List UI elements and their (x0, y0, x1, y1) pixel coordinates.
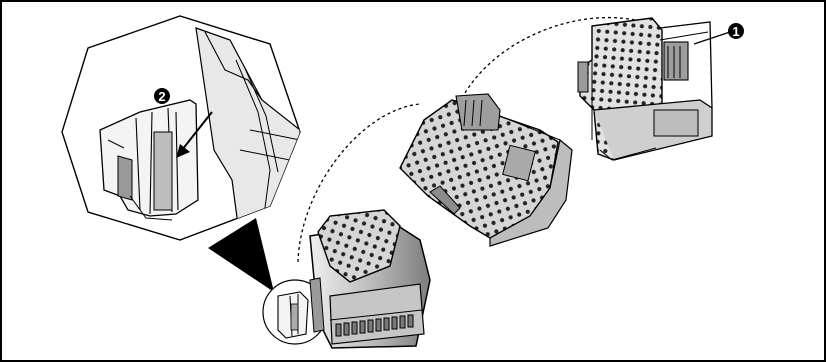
option-module-rotated (400, 94, 572, 246)
callout-1-label: 1 (732, 24, 739, 39)
callout-2: 2 (154, 88, 170, 104)
callout-1: 1 (728, 23, 744, 39)
option-module-in-drive (310, 210, 430, 348)
zoom-pointer (208, 218, 274, 292)
latch-detail-magnifier (62, 16, 300, 240)
option-module (578, 18, 712, 160)
small-latch-detail (278, 292, 308, 338)
callout-2-label: 2 (158, 89, 165, 104)
